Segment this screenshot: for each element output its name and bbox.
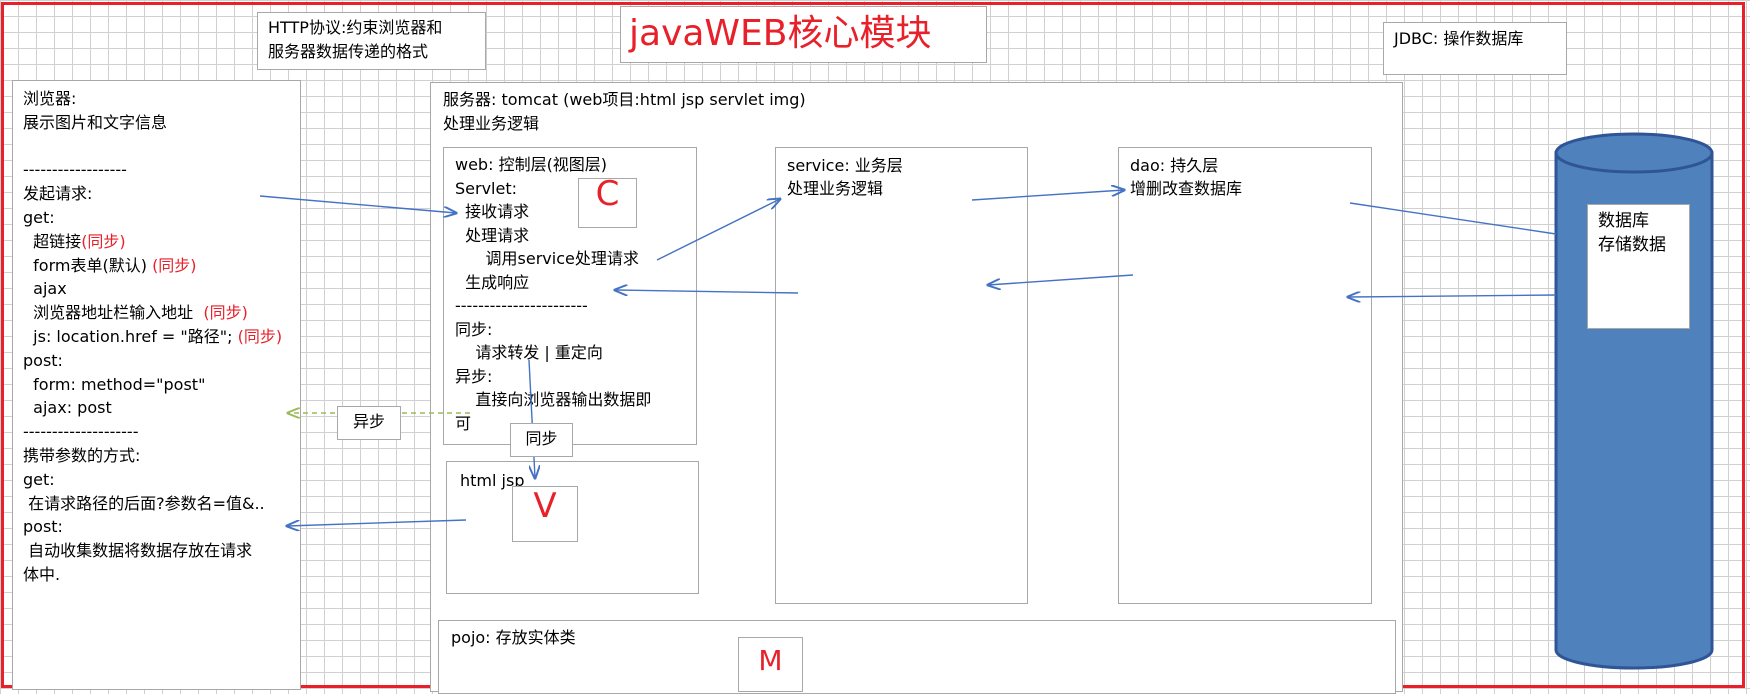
browser-line: 体中. xyxy=(23,563,60,586)
sync-mark: (同步) xyxy=(237,327,283,346)
browser-line: 超链接(同步) xyxy=(23,230,126,253)
dao-title: dao: 持久层 xyxy=(1130,156,1219,175)
database-label-line-1: 数据库 xyxy=(1598,211,1649,231)
pojo-box: pojo: 存放实体类 xyxy=(438,620,1396,694)
database-label-line-2: 存储数据 xyxy=(1598,235,1666,255)
view-letter: V xyxy=(533,486,557,526)
controller-letter: C xyxy=(595,174,620,214)
browser-line: get: xyxy=(23,468,55,491)
server-title: 服务器: tomcat (web项目:html jsp servlet img) xyxy=(443,90,806,109)
browser-line-text: ajax: post xyxy=(23,398,112,418)
server-subtitle: 处理业务逻辑 xyxy=(443,114,540,133)
browser-line: 展示图片和文字信息 xyxy=(23,111,167,134)
browser-line-text: 自动收集数据将数据存放在请求 xyxy=(23,541,253,561)
service-desc: 处理业务逻辑 xyxy=(787,179,884,198)
browser-line-text: ------------------ xyxy=(23,160,127,180)
sync-mark: (同步) xyxy=(81,231,126,251)
browser-line-text: form表单(默认) xyxy=(23,255,153,275)
web-line: Servlet: xyxy=(455,178,517,198)
service-box: service: 业务层 处理业务逻辑 xyxy=(775,147,1028,604)
browser-line-text: 超链接 xyxy=(23,231,82,251)
jdbc-note-box: JDBC: 操作数据库 xyxy=(1383,22,1567,75)
browser-line: form表单(默认) (同步) xyxy=(23,254,197,277)
browser-line: 自动收集数据将数据存放在请求 xyxy=(23,539,252,562)
browser-line: js: location.href = "路径"; (同步) xyxy=(23,325,282,348)
browser-line-text: get: xyxy=(23,469,55,489)
http-note-box: HTTP协议:约束浏览器和 服务器数据传递的格式 xyxy=(257,12,486,70)
browser-line-text: ajax xyxy=(23,279,67,299)
sync-mark: (同步) xyxy=(203,303,248,323)
web-line: 接收请求 xyxy=(455,202,530,221)
sync-mark: (同步) xyxy=(152,255,197,275)
dao-desc: 增删改查数据库 xyxy=(1130,179,1243,198)
browser-line-text: 浏览器: xyxy=(23,89,77,108)
browser-line: 浏览器地址栏输入地址 (同步) xyxy=(23,301,248,324)
view-label: html jsp xyxy=(460,471,525,490)
browser-line: get: xyxy=(23,206,55,229)
browser-line: 浏览器: xyxy=(23,87,76,110)
browser-line-text: get: xyxy=(23,208,55,227)
browser-line-text: js: location.href = "路径"; xyxy=(23,327,238,346)
http-note-line-2: 服务器数据传递的格式 xyxy=(268,42,429,61)
browser-line: 在请求路径的后面?参数名=值&.. xyxy=(23,492,265,515)
browser-line-text: 携带参数的方式: xyxy=(23,446,141,465)
web-line: 可 xyxy=(455,413,472,433)
browser-line-text: post: xyxy=(23,517,63,537)
browser-line: -------------------- xyxy=(23,420,138,443)
browser-line: 发起请求: xyxy=(23,182,92,205)
dao-box: dao: 持久层 增删改查数据库 xyxy=(1118,147,1372,604)
web-line: web: 控制层(视图层) xyxy=(455,155,608,174)
async-tag: 异步 xyxy=(337,406,401,440)
title-box: javaWEB核心模块 xyxy=(620,6,987,63)
service-title: service: 业务层 xyxy=(787,156,903,175)
jdbc-note: JDBC: 操作数据库 xyxy=(1394,29,1524,48)
browser-line: 携带参数的方式: xyxy=(23,444,140,467)
browser-line-text: 在请求路径的后面?参数名=值&.. xyxy=(23,493,265,513)
http-note-line-1: HTTP协议:约束浏览器和 xyxy=(268,18,443,37)
browser-line-text: form: method="post" xyxy=(23,374,206,394)
database-label: 数据库 存储数据 xyxy=(1587,204,1690,329)
browser-line: post: xyxy=(23,515,63,538)
sync-tag: 同步 xyxy=(510,423,573,457)
browser-line-text: post: xyxy=(23,350,63,370)
pojo-label: pojo: 存放实体类 xyxy=(451,628,576,647)
browser-line-text: -------------------- xyxy=(23,422,139,442)
web-line: 同步: xyxy=(455,319,493,339)
browser-line-text: 展示图片和文字信息 xyxy=(23,112,168,132)
web-line: ----------------------- xyxy=(455,296,588,315)
web-line: 直接向浏览器输出数据即 xyxy=(455,390,652,409)
web-line: 异步: xyxy=(455,366,493,386)
browser-line: ------------------ xyxy=(23,158,127,181)
browser-panel: 浏览器: 展示图片和文字信息 ------------------ 发起请求: get:… xyxy=(12,80,301,690)
controller-c-box: C xyxy=(578,174,637,228)
model-m-box: M xyxy=(738,637,803,692)
browser-line-text: 发起请求: xyxy=(23,184,93,204)
view-v-box: V xyxy=(512,486,578,542)
browser-line-text: 体中. xyxy=(23,565,61,584)
model-letter: M xyxy=(758,644,783,677)
web-line: 生成响应 xyxy=(455,272,530,292)
web-line: 处理请求 xyxy=(455,225,530,245)
page-title: javaWEB核心模块 xyxy=(629,13,932,54)
browser-line: form: method="post" xyxy=(23,373,205,396)
web-line: 调用service处理请求 xyxy=(455,249,639,268)
web-line: 请求转发 | 重定向 xyxy=(455,343,603,362)
browser-line: ajax: post xyxy=(23,396,112,419)
web-controller-box: web: 控制层(视图层) Servlet: 接收请求 处理请求 调用servic… xyxy=(443,147,697,445)
browser-line-text: 浏览器地址栏输入地址 xyxy=(23,303,204,323)
browser-line: ajax xyxy=(23,277,67,300)
browser-line: post: xyxy=(23,349,63,372)
